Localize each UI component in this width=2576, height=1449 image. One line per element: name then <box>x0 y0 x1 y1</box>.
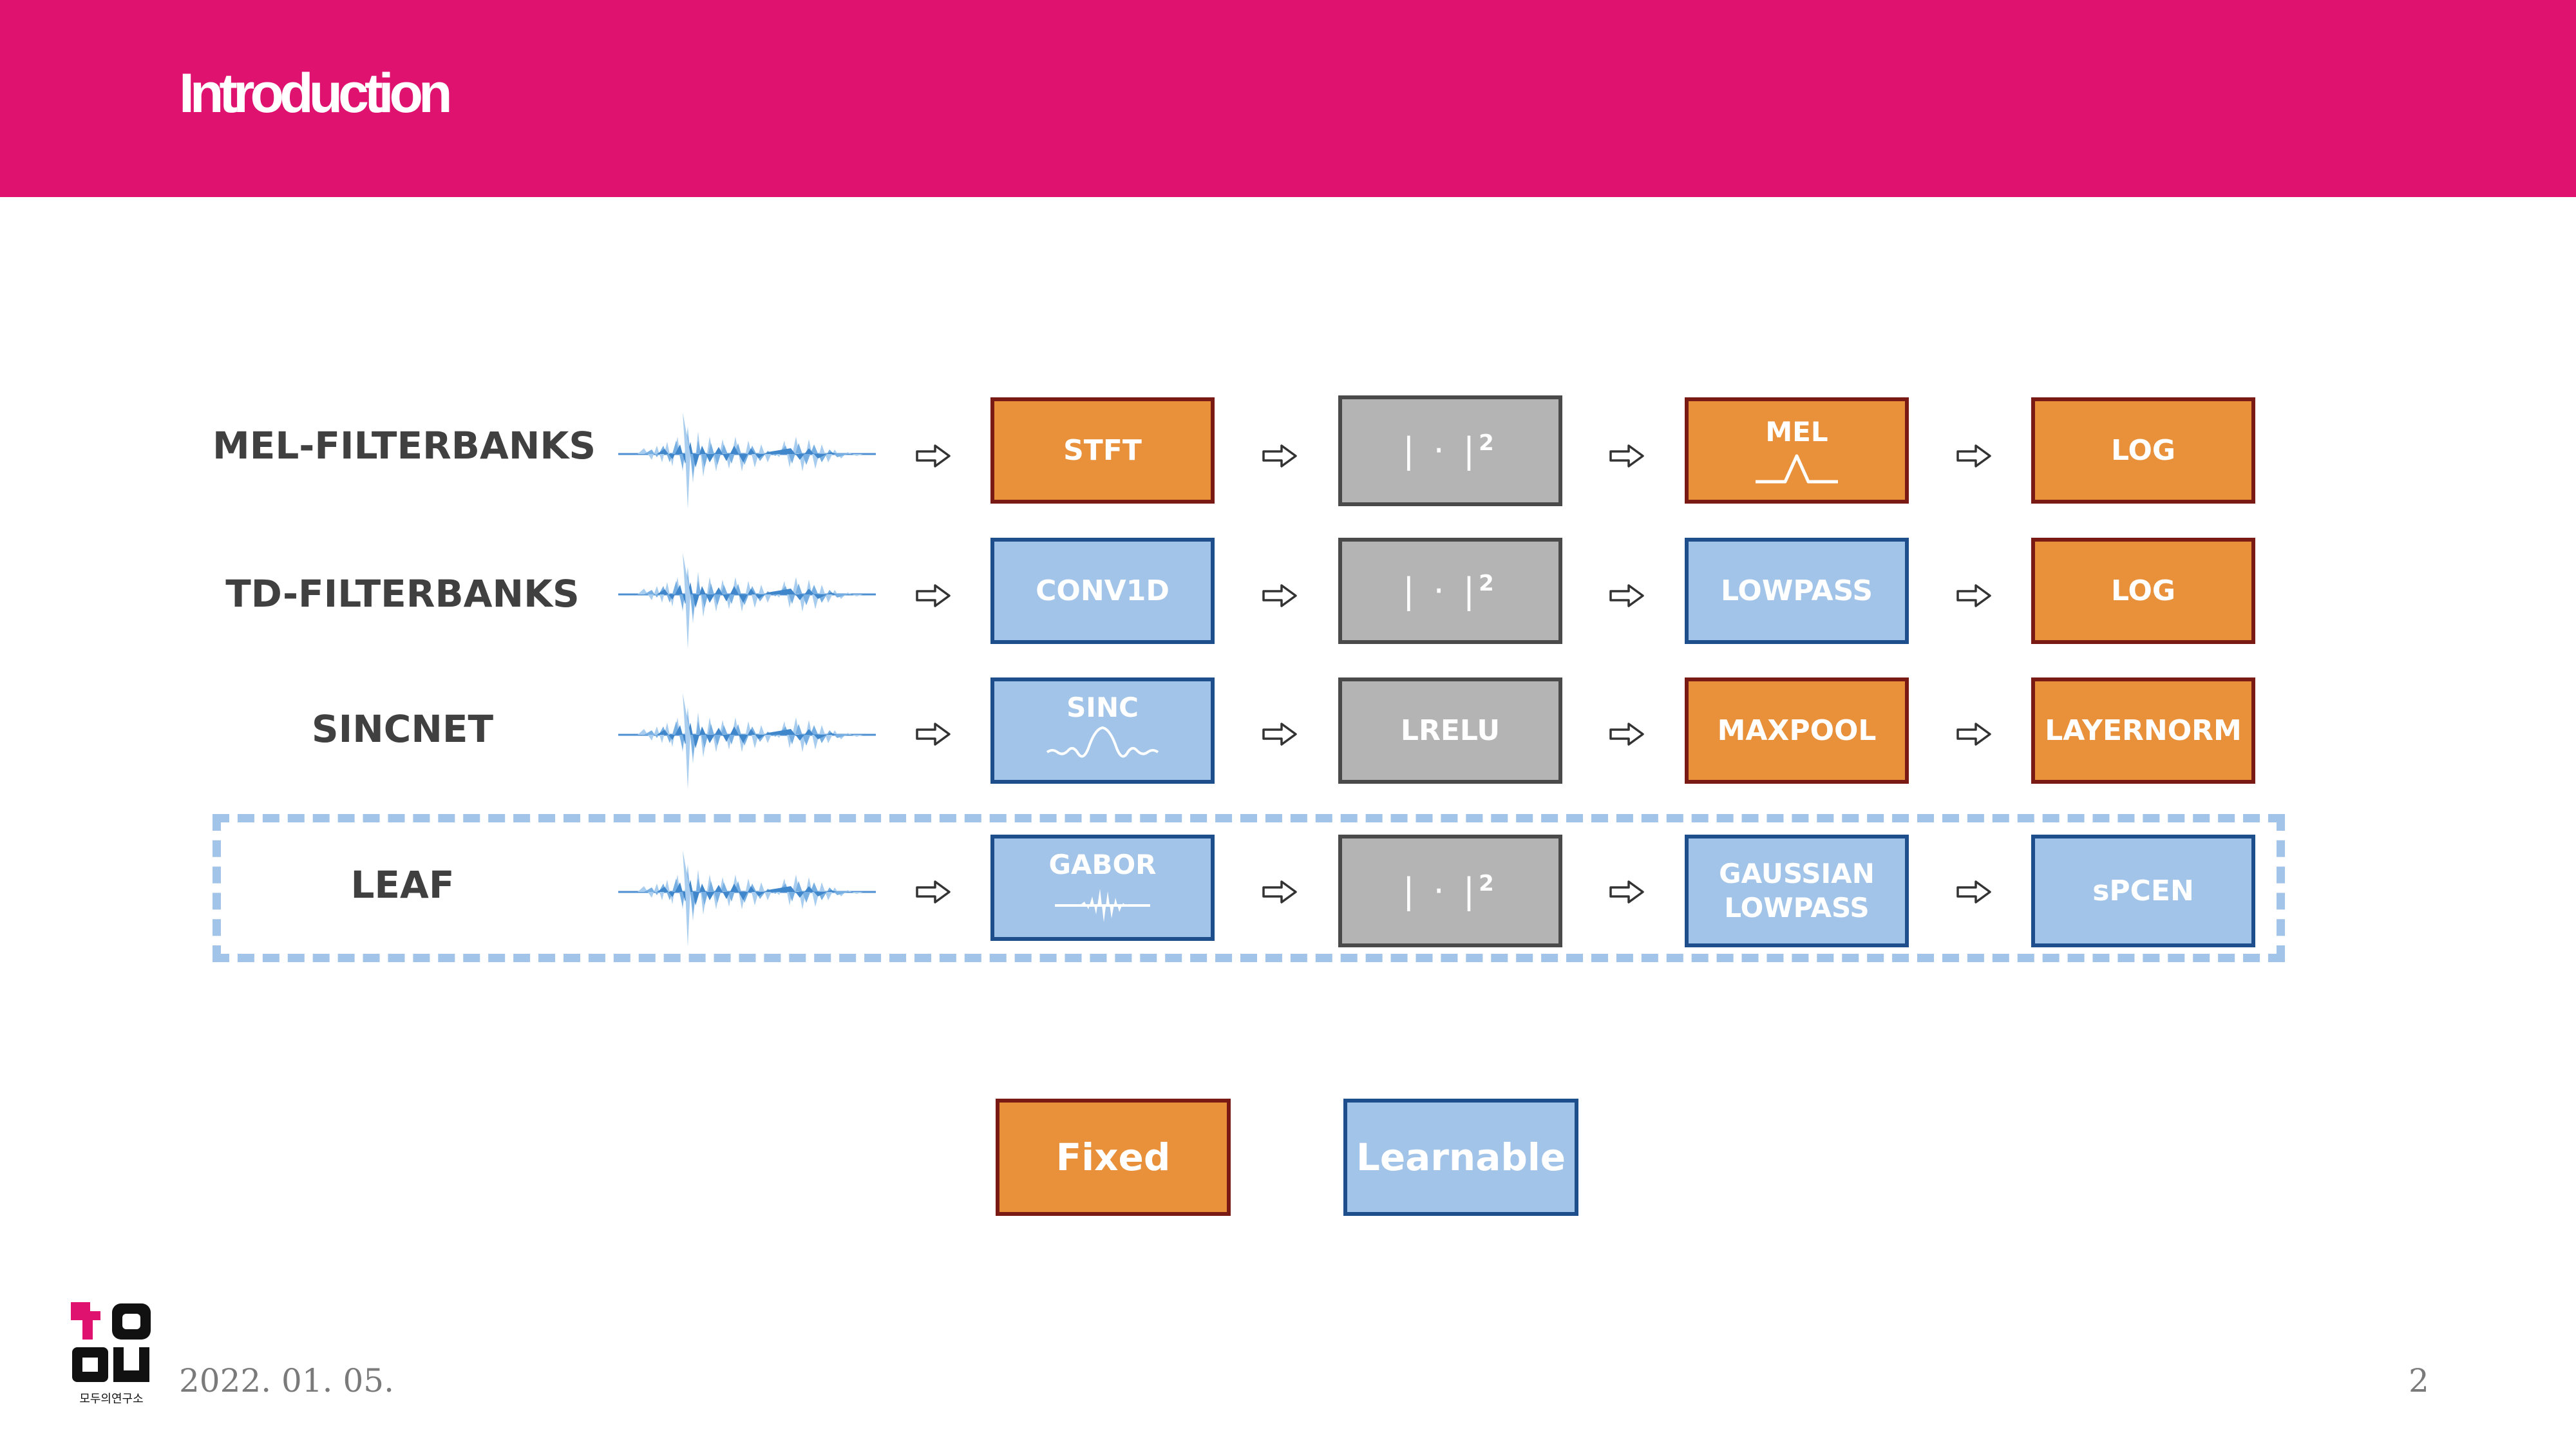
legend-learnable: Learnable <box>1343 1099 1578 1216</box>
modulabs-logo <box>71 1302 151 1382</box>
log-box: LOG <box>2031 397 2255 504</box>
page-number: 2 <box>2409 1362 2429 1399</box>
arrow-icon <box>916 723 951 746</box>
slide-title: Introduction <box>179 62 453 124</box>
log-box: LOG <box>2031 538 2255 644</box>
magnitude-squared-box: | · |2 <box>1338 395 1562 506</box>
row-label-mel-filterbanks: MEL-FILTERBANKS <box>213 424 596 468</box>
triangle-filter-icon <box>1756 454 1838 484</box>
arrow-icon <box>1956 444 1991 468</box>
arrow-icon <box>916 584 951 607</box>
magnitude-squared-box: | · |2 <box>1338 538 1562 644</box>
conv1d-box: CONV1D <box>990 538 1215 644</box>
magnitude-squared-box: | · |2 <box>1338 835 1562 947</box>
waveform-icon <box>618 411 876 510</box>
gaussian-lowpass-box: GAUSSIAN LOWPASS <box>1685 835 1909 947</box>
gabor-box: GABOR <box>990 835 1215 941</box>
sinc-box: SINC <box>990 677 1215 784</box>
arrow-icon <box>1609 880 1644 904</box>
lowpass-box: LOWPASS <box>1685 538 1909 644</box>
mel-box: MEL <box>1685 397 1909 504</box>
arrow-icon <box>1262 584 1297 607</box>
logo-text: 모두의연구소 <box>79 1392 144 1406</box>
legend-fixed: Fixed <box>996 1099 1231 1216</box>
row-label-leaf: LEAF <box>350 863 455 907</box>
arrow-icon <box>1262 723 1297 746</box>
arrow-icon <box>1262 880 1297 904</box>
spcen-box: sPCEN <box>2031 835 2255 947</box>
waveform-icon <box>618 692 876 791</box>
gabor-wavelet-icon <box>1055 888 1150 922</box>
arrow-icon <box>1609 723 1644 746</box>
arrow-icon <box>1609 444 1644 468</box>
row-label-td-filterbanks: TD-FILTERBANKS <box>225 572 580 616</box>
arrow-icon <box>916 880 951 904</box>
waveform-icon <box>618 551 876 650</box>
waveform-icon <box>618 849 876 948</box>
arrow-icon <box>1609 584 1644 607</box>
arrow-icon <box>916 444 951 468</box>
row-label-sincnet: SINCNET <box>311 707 494 751</box>
lrelu-box: LRELU <box>1338 677 1562 784</box>
arrow-icon <box>1956 880 1991 904</box>
maxpool-box: MAXPOOL <box>1685 677 1909 784</box>
leaf-highlight-frame <box>213 814 2285 962</box>
arrow-icon <box>1956 584 1991 607</box>
layernorm-box: LAYERNORM <box>2031 677 2255 784</box>
arrow-icon <box>1956 723 1991 746</box>
footer-date: 2022. 01. 05. <box>179 1362 394 1399</box>
sinc-wave-icon <box>1046 726 1159 758</box>
header-bar: Introduction <box>0 0 2576 197</box>
stft-box: STFT <box>990 397 1215 504</box>
arrow-icon <box>1262 444 1297 468</box>
